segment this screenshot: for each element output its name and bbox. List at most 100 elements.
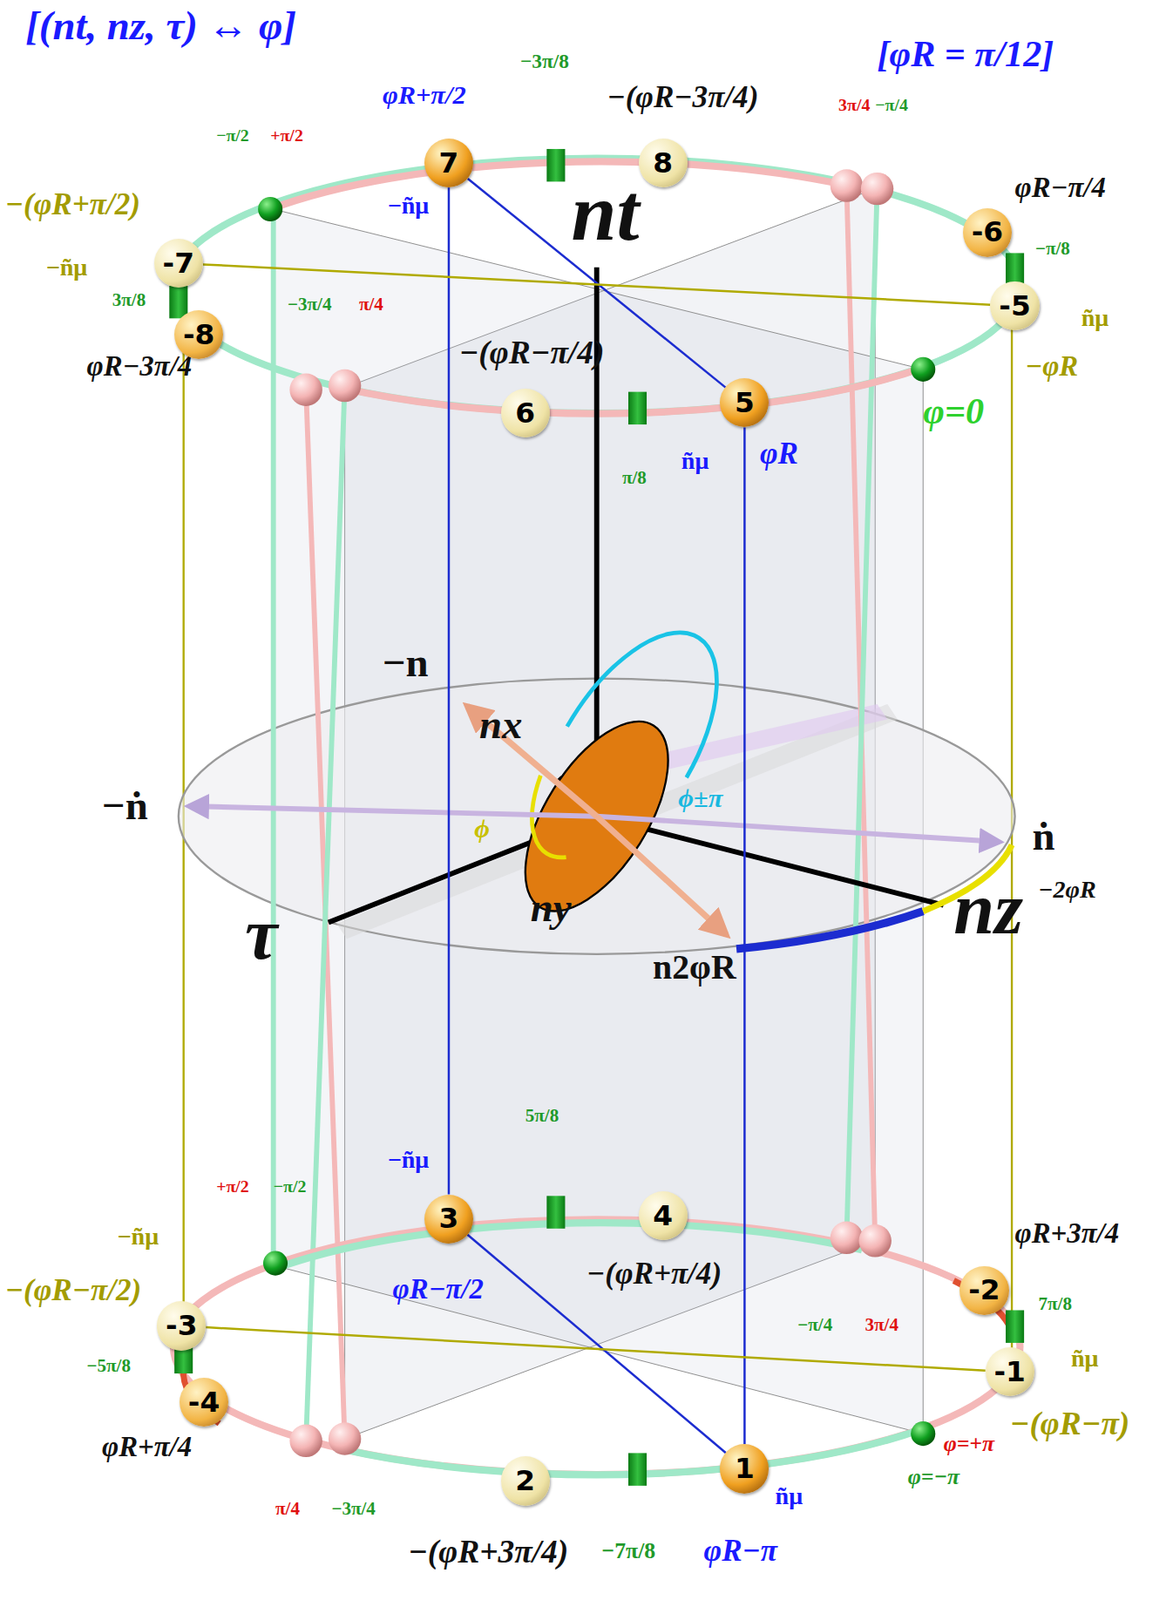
- math-label: ϕ±π: [678, 785, 723, 812]
- math-label: −n: [382, 642, 429, 684]
- sphere-number: -1: [994, 1357, 1026, 1387]
- math-label: −π/4: [874, 96, 909, 115]
- illustration-part: [910, 357, 936, 382]
- sphere-number: -7: [162, 249, 195, 278]
- math-label: ñμ: [1081, 305, 1110, 331]
- math-label: −ñμ: [46, 255, 89, 280]
- math-label: 7π/8: [1038, 1295, 1072, 1314]
- numbered-sphere: -5: [989, 281, 1039, 331]
- sphere-number: 8: [652, 149, 673, 178]
- math-label: n2φR: [652, 950, 737, 986]
- sphere-number: 1: [734, 1454, 755, 1484]
- numbered-sphere: 7: [424, 138, 474, 188]
- math-label: ṅ: [1031, 815, 1055, 857]
- math-label: φR−π: [704, 1535, 778, 1567]
- sphere-number: -3: [165, 1311, 197, 1341]
- illustration-part: [305, 386, 345, 1442]
- sphere-number: -8: [183, 320, 215, 350]
- connector-line: [447, 187, 451, 1194]
- math-label: ny: [530, 887, 572, 929]
- math-label: φ=+π: [943, 1432, 995, 1456]
- math-label: ñμ: [681, 448, 710, 474]
- illustration-part: [567, 632, 718, 778]
- math-label: −(φR−π): [1010, 1407, 1131, 1440]
- illustration-part: [169, 149, 1024, 1486]
- math-label: φR+3π/4: [1015, 1219, 1119, 1248]
- illustration-part: [846, 189, 877, 1239]
- math-label: φR−3π/4: [86, 352, 192, 381]
- numbered-sphere: 6: [501, 388, 550, 438]
- sphere-number: -4: [188, 1388, 220, 1418]
- illustration-part: [628, 1452, 647, 1485]
- math-label: −(φR−3π/4): [606, 81, 759, 113]
- illustration-part: [1010, 305, 1013, 1373]
- math-label: −(φR+π/4): [586, 1258, 722, 1289]
- sphere-number: 5: [734, 388, 755, 418]
- math-label: ñμ: [775, 1484, 804, 1509]
- math-label: nz: [953, 872, 1024, 946]
- math-label: −5π/8: [86, 1356, 130, 1376]
- illustration-part: [263, 1251, 288, 1276]
- math-label: −3π/8: [520, 51, 570, 72]
- numbered-sphere: 1: [719, 1444, 769, 1493]
- math-label: −7π/8: [602, 1539, 657, 1563]
- numbered-sphere: 5: [719, 378, 769, 428]
- math-label: φR+π/2: [382, 81, 467, 109]
- math-label: −2φR: [1038, 877, 1097, 902]
- numbered-sphere: -1: [985, 1347, 1035, 1397]
- math-label: τ: [244, 897, 278, 971]
- math-label: 5π/8: [525, 1106, 559, 1126]
- math-label: nt: [570, 171, 639, 254]
- numbered-sphere: -3: [156, 1301, 206, 1350]
- math-label: −3π/4: [287, 295, 332, 314]
- math-label: −(φR−π/4): [459, 336, 605, 369]
- math-label: [φR = π/12]: [877, 35, 1055, 73]
- math-label: −(φR+3π/4): [407, 1535, 569, 1568]
- numbered-sphere: -8: [174, 310, 224, 360]
- illustration-part: [173, 1219, 1020, 1475]
- math-label: φR: [759, 438, 799, 469]
- math-label: φR−π/2: [393, 1274, 484, 1304]
- sphere-number: -5: [998, 291, 1031, 321]
- math-label: ϕ: [474, 815, 490, 842]
- illustration-part: [830, 1221, 863, 1255]
- math-label: π/8: [622, 468, 647, 488]
- math-label: φR−π/4: [1015, 173, 1106, 203]
- illustration-part: [736, 911, 923, 950]
- illustration-part: [628, 392, 647, 425]
- sphere-number: 7: [439, 149, 460, 178]
- sphere-number: 3: [439, 1204, 460, 1234]
- math-label: −ñμ: [387, 1147, 430, 1173]
- math-label: −(φR−π/2): [5, 1274, 142, 1306]
- sphere-number: -6: [971, 217, 1004, 247]
- math-label: nx: [479, 704, 523, 746]
- numbered-sphere: 2: [501, 1456, 550, 1506]
- math-label: π/4: [359, 295, 384, 314]
- illustration-part: [257, 196, 283, 222]
- math-label: ñμ: [1071, 1346, 1099, 1371]
- illustration-part: [270, 161, 862, 210]
- math-label: φR+π/4: [101, 1432, 192, 1462]
- math-label: −ñμ: [387, 193, 430, 218]
- math-label: φ=0: [922, 393, 984, 430]
- math-label: 3π/4: [838, 96, 870, 115]
- illustration-part: [861, 172, 894, 205]
- sphere-number: 6: [515, 399, 536, 428]
- math-label: −ñμ: [117, 1224, 160, 1249]
- numbered-sphere: 4: [638, 1191, 688, 1241]
- illustration-part: [910, 1421, 936, 1446]
- math-label: 3π/8: [112, 291, 146, 310]
- math-label: −π/2: [273, 1178, 307, 1196]
- math-label: −(φR+π/2): [5, 189, 141, 220]
- math-label: 3π/4: [865, 1315, 899, 1335]
- illustration-part: [328, 1422, 361, 1455]
- illustration-part: [859, 1224, 892, 1257]
- illustration-part: [270, 1222, 862, 1271]
- illustration-part: [289, 373, 322, 407]
- illustration-part: [183, 1367, 219, 1424]
- sphere-number: -2: [968, 1275, 1000, 1305]
- illustration-part: [596, 816, 1000, 842]
- math-label: +π/2: [216, 1178, 250, 1196]
- math-label: −π/4: [797, 1315, 833, 1335]
